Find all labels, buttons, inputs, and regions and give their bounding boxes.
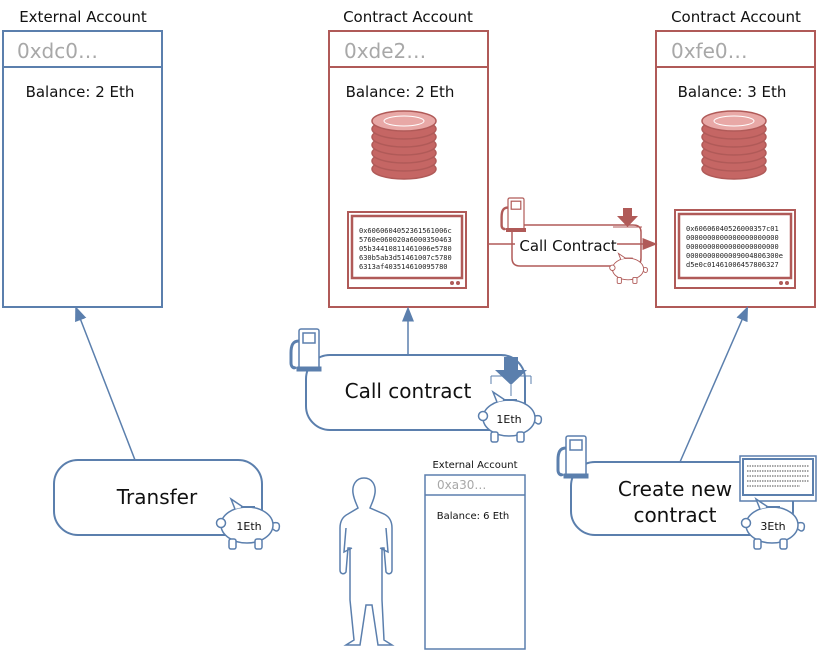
code-screen-icon: 0x6060604052361561006c 5760e060020a60003… <box>347 211 467 289</box>
transaction-label: Call contract <box>345 379 472 403</box>
code-line: 0000000000009004806300e <box>686 252 783 260</box>
transaction-label: Transfer <box>116 485 198 509</box>
gas-pump-icon <box>289 327 323 373</box>
code-line: 0x6060604052361561006c <box>359 227 452 235</box>
external-account-2: External Account 0xa30… Balance: 6 Eth <box>424 460 526 650</box>
create-arrow <box>679 306 748 463</box>
coin-stack-icon <box>701 110 767 180</box>
account-address: 0xde2… <box>344 39 426 63</box>
transfer-transaction: Transfer 1Eth <box>53 306 281 550</box>
code-line: 0x60606040526000357c01 <box>686 225 779 233</box>
code-line: 0000000000000000000000 <box>686 243 779 251</box>
code-line: 05b34410811461006e5780 <box>359 245 452 253</box>
internal-call-transaction: Call Contract <box>488 196 658 284</box>
transaction-label: Call Contract <box>519 237 616 255</box>
transaction-amount: 1Eth <box>236 520 261 533</box>
contract-account-2: Contract Account 0xfe0… Balance: 3 Eth 0… <box>655 8 816 308</box>
call-contract-transaction: Call contract 1Eth <box>289 306 543 443</box>
code-line: 630b5ab3d51461007c5780 <box>359 254 452 262</box>
account-address: 0xdc0… <box>17 39 98 63</box>
code-line: d5e0c01461006457806327 <box>686 261 779 269</box>
coin-stack-icon <box>371 110 437 180</box>
contract-account-1: Contract Account 0xde2… Balance: 2 Eth 0… <box>328 8 489 308</box>
transaction-amount: 3Eth <box>760 520 785 533</box>
code-screen-icon <box>739 455 817 502</box>
account-address: 0xa30… <box>437 478 486 492</box>
account-balance: Balance: 6 Eth <box>437 511 510 522</box>
down-arrow-icon <box>490 357 532 396</box>
transfer-arrow <box>75 306 136 461</box>
account-address: 0xfe0… <box>671 39 748 63</box>
person-icon <box>339 477 395 646</box>
gas-pump-icon <box>556 434 590 480</box>
account-header: External Account <box>432 460 517 471</box>
code-line: 5760e060020a6000350463 <box>359 236 452 244</box>
gas-pump-icon <box>500 196 527 233</box>
account-balance: Balance: 2 Eth <box>346 83 455 101</box>
account-header: Contract Account <box>671 8 801 26</box>
transaction-amount: 1Eth <box>496 413 521 426</box>
down-arrow-icon <box>613 208 642 228</box>
create-contract-transaction: Create new contract 3Eth <box>556 306 817 550</box>
account-header: Contract Account <box>343 8 473 26</box>
code-screen-icon: 0x60606040526000357c01 00000000000000000… <box>674 209 796 289</box>
account-balance: Balance: 2 Eth <box>26 83 135 101</box>
code-line: 0000000000000000000000 <box>686 234 779 242</box>
transaction-label-line2: contract <box>633 503 716 527</box>
code-line: 6313af403514610095780 <box>359 263 448 271</box>
transaction-label-line1: Create new <box>618 477 732 501</box>
account-header: External Account <box>19 8 147 26</box>
account-balance: Balance: 3 Eth <box>678 83 787 101</box>
external-account-1: External Account 0xdc0… Balance: 2 Eth <box>2 8 163 308</box>
